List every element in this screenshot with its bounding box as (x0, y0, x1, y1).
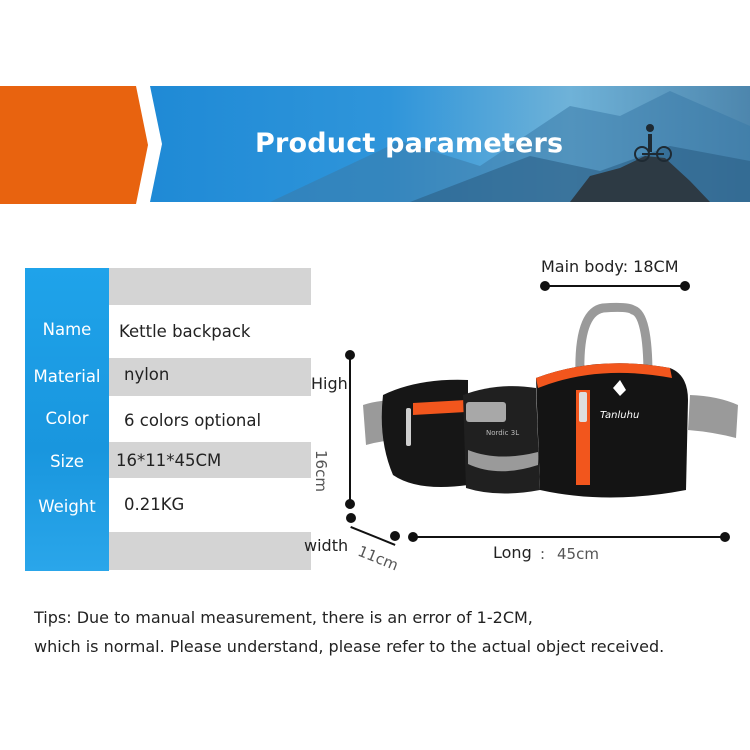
param-value: 16*11*45CM (116, 451, 222, 470)
waist-bag-image: Tanluhu Nordic 3L (363, 302, 738, 498)
dimension-dot (345, 499, 355, 509)
param-label: Weight (38, 497, 96, 516)
dimension-dot (390, 531, 400, 541)
label-column (25, 268, 109, 571)
dimension-dot (346, 513, 356, 523)
high-label: High (311, 374, 348, 393)
row-stripe (109, 442, 311, 478)
banner-mountain-image (150, 86, 750, 202)
param-value: 6 colors optional (124, 411, 262, 430)
param-label: Name (42, 320, 92, 339)
banner-orange-block (0, 86, 148, 204)
width-value: 11cm (355, 542, 401, 575)
height-line (349, 355, 351, 505)
main-body-line (545, 285, 685, 287)
dimension-dot (720, 532, 730, 542)
param-label: Material (33, 367, 101, 386)
param-value: nylon (124, 365, 170, 384)
banner-title: Product parameters (255, 128, 564, 159)
long-line (413, 536, 725, 538)
dimension-dot (680, 281, 690, 291)
brand-logo-text: Tanluhu (600, 410, 639, 421)
tips-line-2: which is normal. Please understand, plea… (34, 637, 665, 656)
long-separator: : (540, 545, 546, 563)
tips-line-1: Tips: Due to manual measurement, there i… (34, 608, 533, 627)
row-stripe (109, 268, 311, 305)
width-label: width (304, 536, 349, 555)
param-value: 0.21KG (124, 495, 185, 514)
param-label: Color (45, 409, 89, 428)
row-stripe (109, 532, 311, 570)
param-value: Kettle backpack (119, 322, 251, 341)
row-stripe (109, 358, 311, 396)
param-label: Size (50, 452, 84, 471)
long-label: Long (493, 543, 532, 562)
width-line (350, 526, 396, 546)
high-value: 16cm (312, 450, 330, 492)
main-body-label: Main body: 18CM (541, 257, 679, 276)
model-text: Nordic 3L (486, 429, 519, 437)
long-value: 45cm (557, 545, 599, 563)
